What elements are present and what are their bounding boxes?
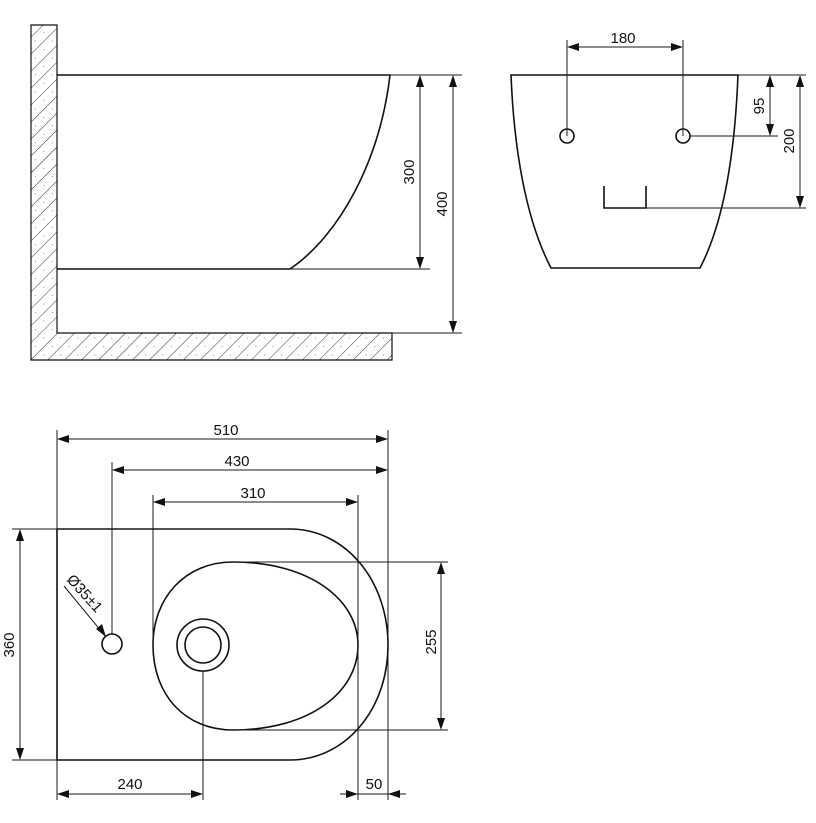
dim-outlet-height: 200 (781, 75, 804, 208)
bidet-rear-profile (510, 74, 739, 269)
bowl-outline (152, 561, 359, 731)
dim-bolt-spacing: 180 (567, 30, 683, 51)
dim-bowl-height: 300 (401, 75, 424, 269)
drain-inner (184, 626, 222, 664)
dim-bolt-height-label: 95 (751, 98, 768, 115)
dim-bolt-spacing-label: 180 (610, 30, 635, 47)
dim-drain-position-label: 240 (117, 776, 142, 793)
rear-view: 180 95 200 (510, 30, 806, 269)
dim-drain-position: 240 (57, 776, 203, 798)
bidet-side-profile (57, 74, 391, 270)
dim-bowl-length: 310 (153, 485, 358, 506)
dim-width-label: 360 (1, 632, 18, 657)
dim-total-height-label: 400 (434, 191, 451, 216)
dim-bowl-width-label: 255 (423, 629, 440, 654)
dim-outlet-height-label: 200 (781, 128, 798, 153)
dim-to-tap-hole-label: 430 (224, 453, 249, 470)
dim-bowl-width: 255 (423, 562, 445, 730)
bidet-top-outline (56, 528, 389, 761)
dim-tap-hole-diameter-label: Ø35±1 (63, 571, 106, 616)
dim-bowl-height-label: 300 (401, 159, 418, 184)
dim-total-length-label: 510 (213, 422, 238, 439)
tap-hole (101, 633, 123, 655)
dim-bowl-length-label: 310 (240, 485, 265, 502)
dim-to-tap-hole: 430 (112, 453, 388, 474)
dim-width: 360 (1, 529, 24, 760)
dim-front-offset: 50 (340, 776, 406, 798)
dim-total-height: 400 (434, 75, 457, 333)
top-view: 510 430 310 360 255 (1, 422, 448, 800)
dim-tap-hole-diameter: Ø35±1 (63, 571, 107, 638)
outlet-opening (603, 186, 647, 209)
side-view: 300 400 (30, 24, 462, 361)
dim-total-length: 510 (57, 422, 388, 443)
dim-bolt-height: 95 (751, 75, 774, 136)
dim-front-offset-label: 50 (366, 776, 383, 793)
